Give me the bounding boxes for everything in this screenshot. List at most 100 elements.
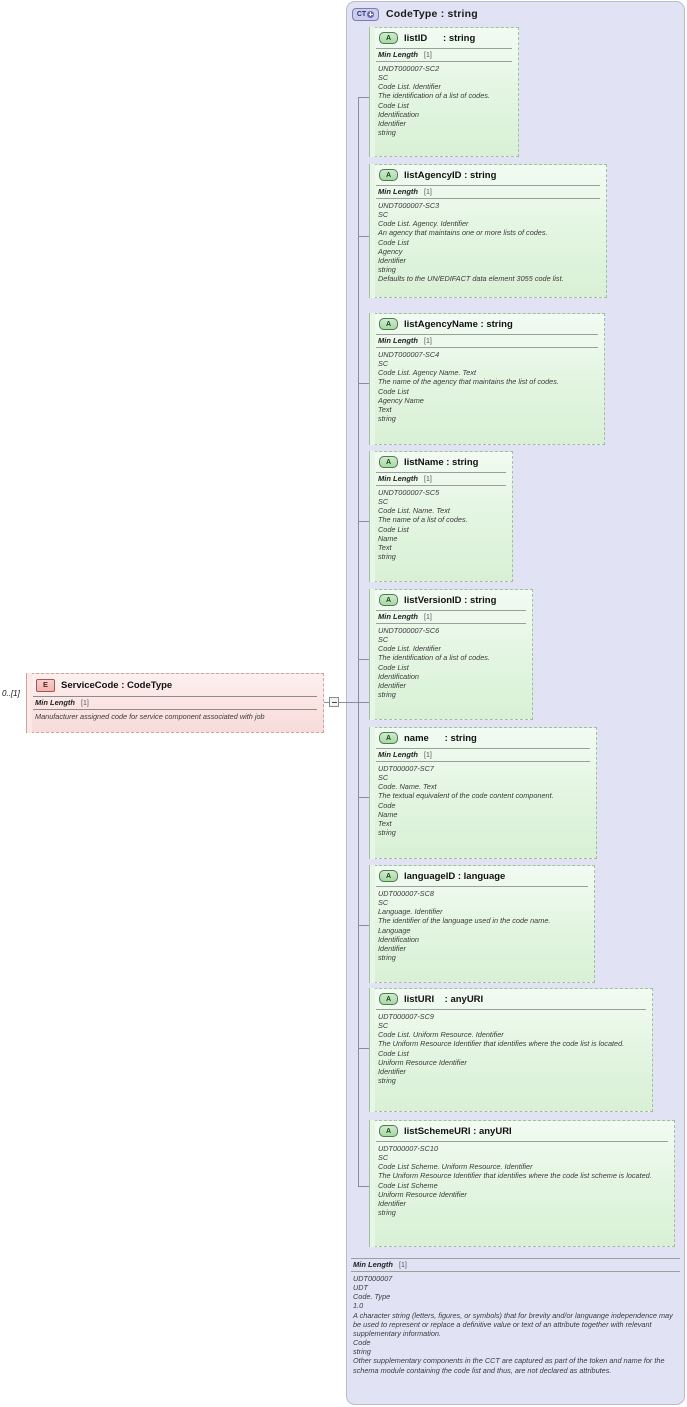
- doc-line: Identifier: [378, 1198, 406, 1208]
- doc-line: Code List: [378, 386, 409, 396]
- element-documentation: Manufacturer assigned code for service c…: [27, 710, 323, 724]
- doc-line: Code: [378, 800, 396, 810]
- doc-line: Code List: [378, 100, 409, 110]
- connector-stub: [358, 1048, 370, 1049]
- attribute-title: listID : string: [404, 32, 476, 44]
- attribute-rule-label: Min Length: [378, 50, 418, 59]
- element-icon-label: E: [42, 680, 48, 690]
- attribute-title: listAgencyID : string: [404, 169, 497, 181]
- doc-line: string: [378, 1208, 396, 1218]
- doc-line: Code: [353, 1338, 371, 1348]
- attribute-divider: [376, 886, 588, 887]
- doc-line: UDT: [353, 1283, 368, 1293]
- attribute-icon: A: [379, 456, 398, 468]
- doc-line: The Uniform Resource Identifier that ide…: [378, 1171, 652, 1181]
- attribute-title: name : string: [404, 732, 477, 744]
- element-cardinality: 0..[1]: [2, 689, 20, 698]
- doc-line: Text: [378, 542, 392, 552]
- attribute-icon: A: [379, 1125, 398, 1137]
- doc-line: Identification: [378, 934, 419, 944]
- attribute-icon-label: A: [385, 1127, 392, 1135]
- element-box-servicecode[interactable]: E ServiceCode : CodeType Min Length [1] …: [26, 673, 324, 733]
- doc-line: The Uniform Resource Identifier that ide…: [378, 1039, 625, 1049]
- doc-line: The identification of a list of codes.: [378, 91, 490, 101]
- element-expander-minus-icon[interactable]: [329, 697, 339, 707]
- attribute-title: languageID : language: [404, 870, 506, 882]
- attribute-rule-label: Min Length: [378, 474, 418, 483]
- attribute-icon: A: [379, 732, 398, 744]
- doc-line: UDT000007-SC9: [378, 1012, 434, 1021]
- attribute-icon: A: [379, 870, 398, 882]
- element-rule-row: Min Length [1]: [33, 696, 317, 710]
- doc-line: The textual equivalent of the code conte…: [378, 791, 554, 801]
- doc-line: Identifier: [378, 943, 406, 953]
- attribute-icon-label: A: [385, 458, 392, 466]
- attribute-rule-cardinality: [1]: [424, 614, 432, 621]
- doc-line: SC: [378, 497, 389, 507]
- doc-line: SC: [378, 210, 389, 220]
- doc-line: Other supplementary components in the CC…: [353, 1356, 665, 1375]
- doc-line: Code List: [378, 662, 409, 672]
- doc-line: Code List. Identifier: [378, 644, 441, 654]
- attribute-icon-label: A: [385, 596, 392, 604]
- doc-line: string: [378, 128, 396, 138]
- doc-line: Identifier: [378, 680, 406, 690]
- element-connector: [339, 702, 369, 703]
- doc-line: A character string (letters, figures, or…: [353, 1310, 673, 1338]
- attribute-icon-label: A: [385, 34, 392, 42]
- attribute-icon-label: A: [385, 171, 392, 179]
- doc-line: Text: [378, 818, 392, 828]
- doc-line: Agency Name: [378, 395, 424, 405]
- connector-stub: [358, 236, 370, 237]
- attribute-rule-row: Min Length [1]: [376, 610, 526, 624]
- doc-line: Code List Scheme. Uniform Resource. Iden…: [378, 1162, 533, 1172]
- attribute-title: listAgencyName : string: [404, 318, 513, 330]
- doc-line: Name: [378, 533, 398, 543]
- element-header: E ServiceCode : CodeType: [27, 674, 323, 696]
- doc-line: SC: [378, 898, 389, 908]
- doc-line: Code List: [378, 524, 409, 534]
- doc-line: Code List. Name. Text: [378, 506, 450, 516]
- doc-line: Agency: [378, 246, 403, 256]
- attribute-rule-row: Min Length[1]: [376, 748, 590, 762]
- connector-stub: [358, 521, 370, 522]
- doc-line: string: [378, 690, 396, 700]
- doc-line: Identifier: [378, 118, 406, 128]
- element-connector: [324, 702, 330, 703]
- doc-line: UNDT000007-SC4: [378, 350, 440, 359]
- attribute-rule-cardinality: [1]: [424, 476, 432, 483]
- plus-icon: [367, 10, 375, 18]
- complextype-rule-row: Min Length [1]: [351, 1258, 680, 1272]
- doc-line: UNDT000007-SC2: [378, 64, 440, 73]
- doc-line: Manufacturer assigned code for service c…: [35, 712, 265, 721]
- doc-line: Uniform Resource Identifier: [378, 1057, 467, 1067]
- doc-line: Defaults to the UN/EDIFACT data element …: [378, 274, 564, 284]
- attribute-divider: [376, 1141, 668, 1142]
- doc-line: SC: [378, 635, 389, 645]
- attribute-rule-label: Min Length: [378, 612, 418, 621]
- attribute-rule-label: Min Length: [378, 336, 418, 345]
- attribute-icon-label: A: [385, 734, 392, 742]
- attribute-icon: A: [379, 169, 398, 181]
